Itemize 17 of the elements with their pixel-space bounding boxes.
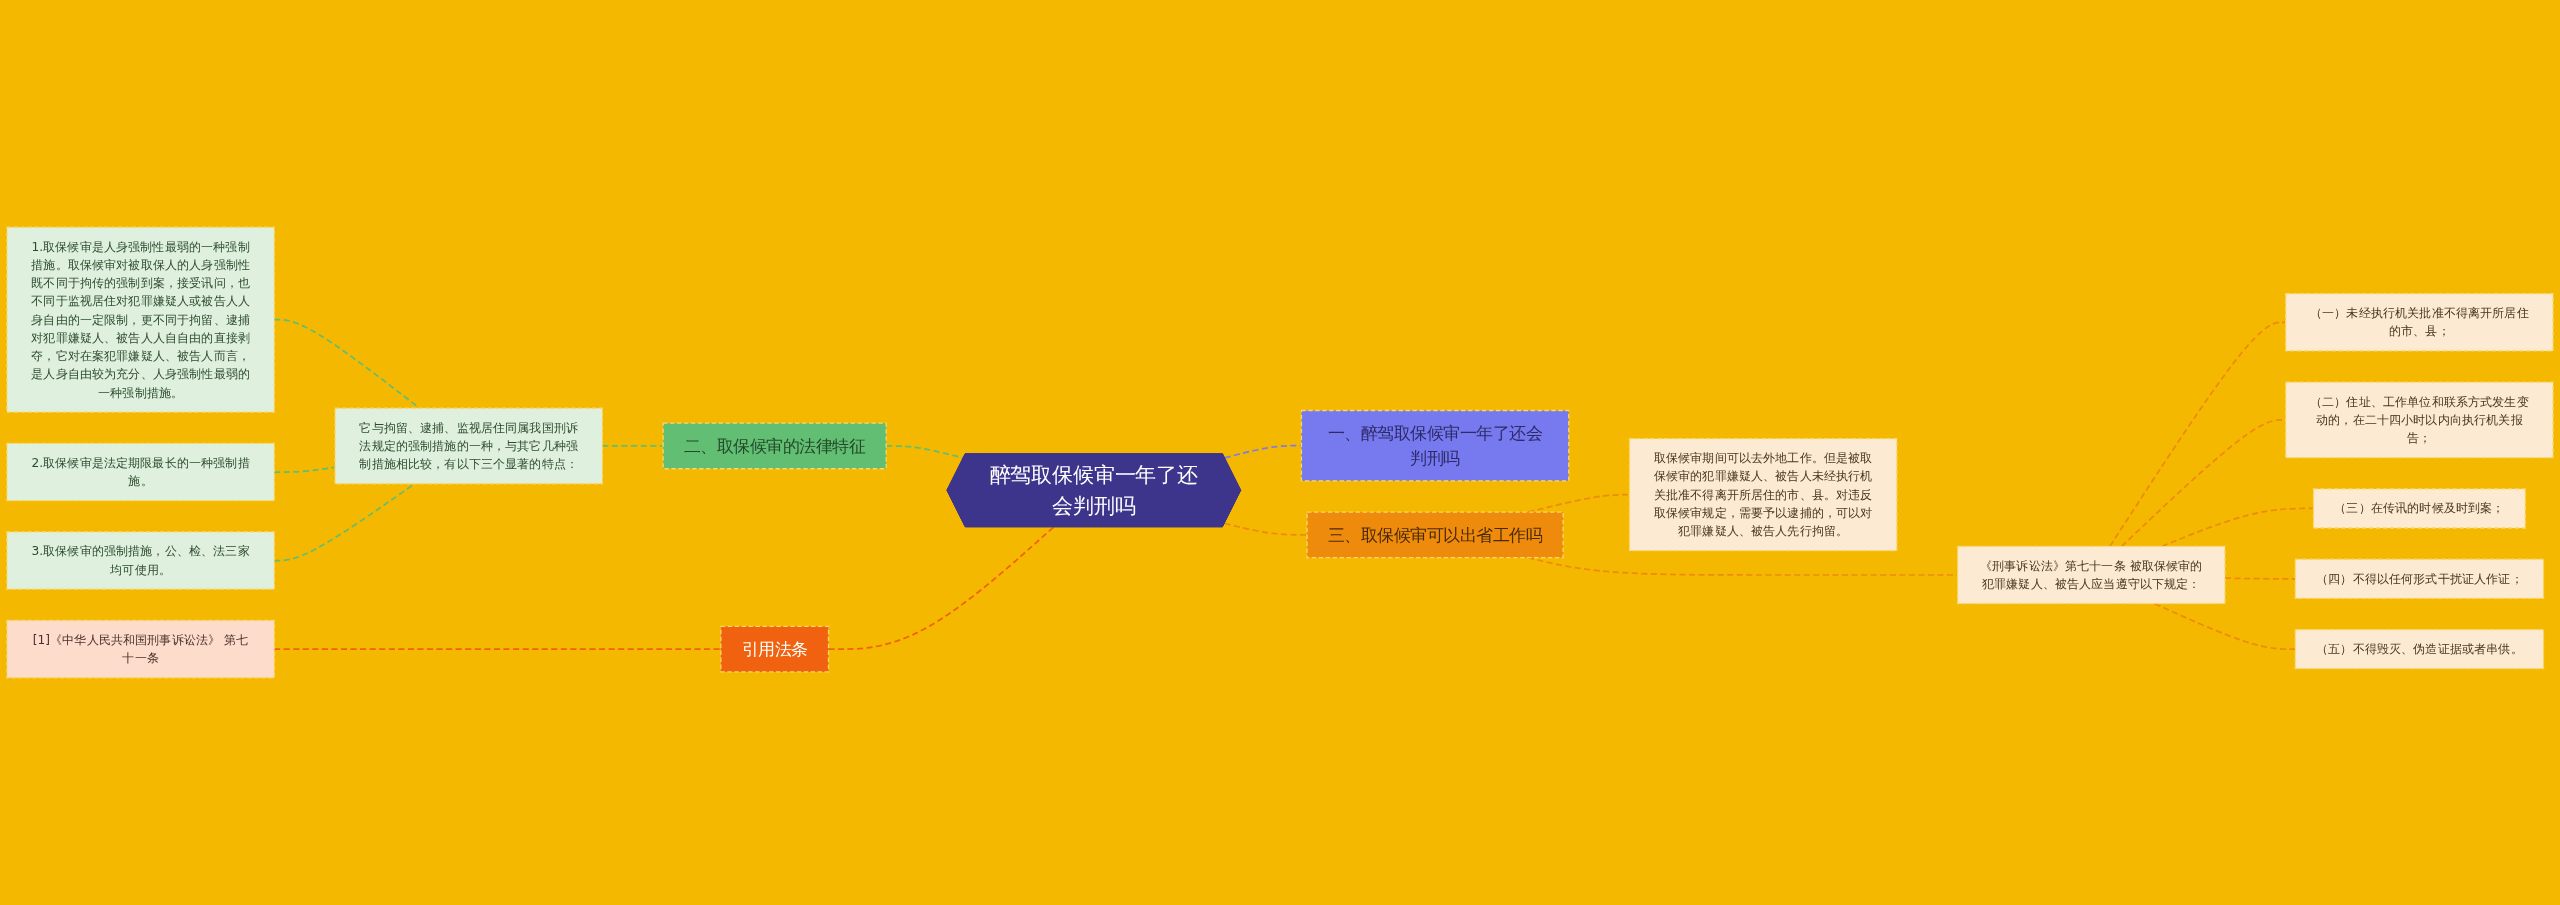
node-box: 引用法条 — [720, 625, 830, 673]
connector — [1223, 522, 1308, 536]
node-box: （三）在传讯的时候及时到案； — [2312, 488, 2526, 529]
node-box: （二）住址、工作单位和联系方式发生变动的，在二十四小时以内向执行机关报告； — [2285, 381, 2554, 459]
node-box: （四）不得以任何形式干扰证人作证； — [2294, 558, 2545, 599]
node-box: 2.取保候审是法定期限最长的一种强制措施。 — [6, 442, 275, 502]
node-box: 取保候审期间可以去外地工作。但是被取保候审的犯罪嫌疑人、被告人未经执行机关批准不得离开所居住的市、县。对违反取保候审规定，需要予以逮捕的，可以对犯罪嫌疑人、被告人先行拘留。 — [1628, 438, 1898, 552]
node-box: 一、醉驾取保候审一年了还会判刑吗 — [1300, 409, 1570, 482]
node-box: 3.取保候审的强制措施，公、检、法三家均可使用。 — [6, 531, 275, 590]
node-box: [1]《中华人民共和国刑事诉讼法》 第七十一条 — [6, 619, 275, 679]
node-box: 它与拘留、逮捕、监视居住同属我国刑诉法规定的强制措施的一种，与其它几种强制措施相比较，有以下三个显著的特点： — [334, 407, 604, 485]
node-box: 《刑事诉讼法》第七十一条 被取保候审的犯罪嫌疑人、被告人应当遵守以下规定： — [1956, 545, 2226, 605]
node-box: 1.取保候审是人身强制性最弱的一种强制措施。取保候审对被取保人的人身强制性既不同于拘传的强制到案，接受讯问，也不同于监视居住对犯罪嫌疑人或被告人人身自由的一定限制，更不同于拘留、逮捕对犯罪嫌疑人、被告人人自自由的直接剥夺，它对在案犯罪嫌疑人、被告人而言，是人身自由较为充分、人身强制性最弱的一种强制措施。 — [6, 226, 275, 413]
node-box: 二、取保候审的法律特征 — [662, 422, 887, 470]
node-box: 三、取保候审可以出省工作吗 — [1306, 511, 1564, 559]
node-box: （一）未经执行机关批准不得离开所居住的市、县； — [2285, 293, 2554, 352]
node-box: （五）不得毁灭、伪造证据或者串供。 — [2294, 628, 2545, 670]
